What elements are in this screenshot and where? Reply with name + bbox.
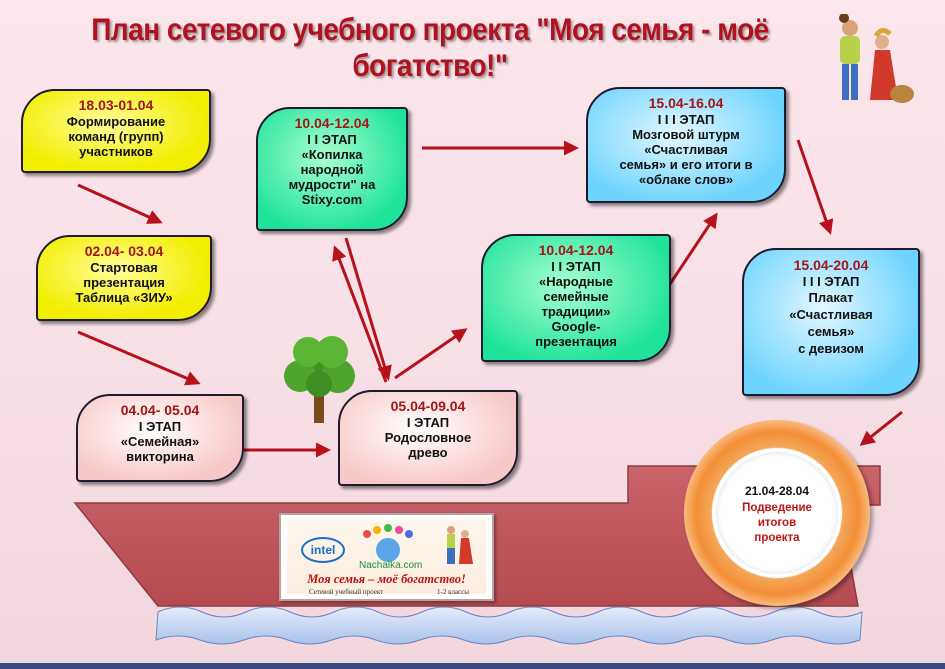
kids-globe-icon: [363, 524, 413, 562]
node-description: Родословное древо: [384, 430, 472, 460]
banner-site: Nachalka.com: [359, 560, 423, 571]
stage-node-family-tree: 05.04-09.04 I ЭТАП Родословное древо: [338, 390, 518, 486]
banner-inner: intel Nachalka.com Моя семья – моё богат…: [287, 520, 486, 596]
node-stage: I I ЭТАП: [551, 259, 601, 274]
node-description: Формирование команд (групп) участников: [66, 114, 166, 159]
node-stage: I I I ЭТАП: [802, 274, 860, 289]
node-stage: I I I ЭТАП: [657, 112, 715, 127]
banner-title: Моя семья – моё богатство!: [307, 572, 466, 586]
arrow-4-6: [394, 328, 468, 380]
node-date: 21.04-28.04: [744, 484, 810, 498]
node-date: 02.04- 03.04: [84, 243, 164, 259]
node-date: 10.04-12.04: [538, 242, 614, 258]
node-date: 10.04-12.04: [294, 115, 370, 131]
node-description: «Народные семейные традиции» Google- пре…: [535, 274, 617, 349]
arrow-1-2: [77, 183, 163, 224]
stage-node-team-forming: 18.03-01.04 Формирование команд (групп) …: [21, 89, 211, 173]
intel-logo: intel: [301, 537, 345, 563]
node-description: Мозговой штурм «Счастливая семья» и его …: [619, 127, 753, 187]
arrow-4-5: [332, 245, 388, 383]
node-description: «Копилка народной мудрости" на Stixy.com: [288, 147, 376, 207]
arrow-2-3: [77, 330, 201, 386]
family-clipart-icon: [839, 14, 914, 103]
node-date: 15.04-20.04: [793, 257, 869, 273]
stage-node-poster: 15.04-20.04 I I I ЭТАП Плакат «Счастлива…: [742, 248, 920, 396]
stage-node-family-traditions: 10.04-12.04 I I ЭТАП «Народные семейные …: [481, 234, 671, 362]
stage-node-quiz: 04.04- 05.04 I ЭТАП «Семейная» викторина: [76, 394, 244, 482]
banner-subtitle: Сетевой учебный проект: [309, 588, 384, 596]
arrow-7-8: [796, 139, 834, 235]
node-stage: I ЭТАП: [138, 419, 182, 434]
family-mini-icon: [447, 526, 473, 564]
page-title: План сетевого учебного проекта "Моя семь…: [91, 12, 769, 83]
node-description: Подведение итогов проекта: [742, 502, 812, 544]
stage-node-wisdom-piggybank: 10.04-12.04 I I ЭТАП «Копилка народной м…: [256, 107, 408, 231]
node-description: «Семейная» викторина: [120, 434, 200, 464]
node-stage: I ЭТАП: [406, 415, 450, 430]
node-date: 15.04-16.04: [648, 95, 724, 111]
banner-grades: 1-2 классы: [437, 588, 469, 596]
node-description: Стартовая презентация Таблица «ЗИУ»: [75, 260, 173, 305]
node-stage: I I ЭТАП: [307, 132, 357, 147]
tree-icon: [284, 336, 355, 423]
final-stage-node: 21.04-28.04 Подведение итогов проекта: [716, 452, 838, 574]
project-banner: intel Nachalka.com Моя семья – моё богат…: [279, 513, 494, 601]
stage-node-brainstorm: 15.04-16.04 I I I ЭТАП Мозговой штурм «С…: [586, 87, 786, 203]
waves: [155, 606, 863, 645]
node-date: 18.03-01.04: [78, 97, 154, 113]
arrow-8-final: [859, 410, 903, 446]
arrow-6-7: [664, 212, 718, 291]
node-date: 05.04-09.04: [390, 398, 466, 414]
stage-node-start-presentation: 02.04- 03.04 Стартовая презентация Табли…: [36, 235, 212, 321]
node-description: Плакат «Счастливая семья» с девизом: [789, 290, 873, 356]
node-date: 04.04- 05.04: [120, 402, 200, 418]
bottom-bar: [0, 663, 945, 669]
arrow-tree-4: [344, 237, 392, 381]
